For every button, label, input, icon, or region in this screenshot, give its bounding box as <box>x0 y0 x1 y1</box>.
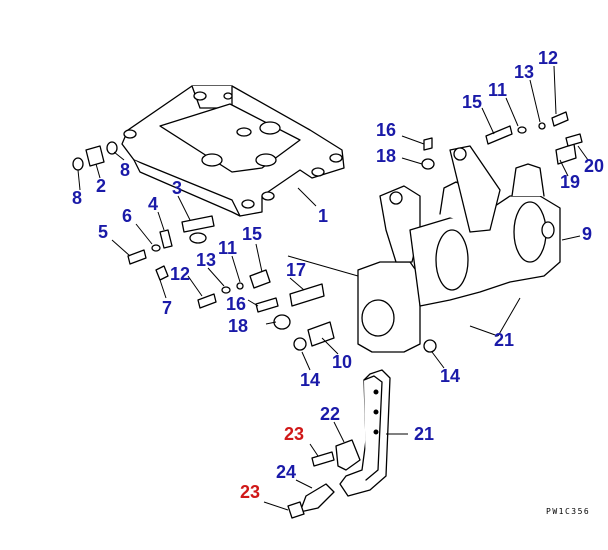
shank-part <box>339 369 391 497</box>
leader-lines <box>77 65 589 511</box>
callout-8a: 8 <box>72 188 82 208</box>
shank-holder-part <box>357 145 561 353</box>
callout-11a: 11 <box>488 80 507 100</box>
callout-23b: 23 <box>240 482 260 502</box>
callout-21b: 21 <box>414 424 434 444</box>
callout-3: 3 <box>172 178 182 198</box>
callout-17: 17 <box>286 260 306 280</box>
callout-14b: 14 <box>440 366 460 386</box>
tip-part <box>287 439 361 519</box>
callout-19: 19 <box>560 172 580 192</box>
callout-24: 24 <box>276 462 296 482</box>
callout-11b: 11 <box>218 238 237 258</box>
callout-14a: 14 <box>300 370 320 390</box>
callouts: 1 2 3 4 5 6 7 8 8 9 10 11 11 12 12 13 13… <box>72 48 604 502</box>
callout-12a: 12 <box>538 48 558 68</box>
left-hardware-part <box>155 265 325 330</box>
callout-18b: 18 <box>228 316 248 336</box>
callout-13b: 13 <box>196 250 216 270</box>
frame-part <box>121 85 345 217</box>
callout-10: 10 <box>332 352 352 372</box>
bushing-part <box>72 141 118 171</box>
callout-23a: 23 <box>284 424 304 444</box>
callout-4: 4 <box>148 194 158 214</box>
lower-bushing-part <box>293 321 437 353</box>
callout-15a: 15 <box>462 92 482 112</box>
callout-15b: 15 <box>242 224 262 244</box>
callout-9: 9 <box>582 224 592 244</box>
callout-1: 1 <box>318 206 328 226</box>
callout-6: 6 <box>122 206 132 226</box>
callout-16a: 16 <box>376 120 396 140</box>
callout-2: 2 <box>96 176 106 196</box>
pin-assembly-part <box>127 215 215 265</box>
callout-7: 7 <box>162 298 172 318</box>
drawing-code: PW1C356 <box>546 507 590 516</box>
callout-21a: 21 <box>494 330 514 350</box>
callout-12b: 12 <box>170 264 190 284</box>
callout-20: 20 <box>584 156 604 176</box>
callout-22: 22 <box>320 404 340 424</box>
callout-18a: 18 <box>376 146 396 166</box>
callout-5: 5 <box>98 222 108 242</box>
top-right-hardware-part <box>421 111 583 170</box>
callout-13a: 13 <box>514 62 534 82</box>
callout-8b: 8 <box>120 160 130 180</box>
callout-16b: 16 <box>226 294 246 314</box>
